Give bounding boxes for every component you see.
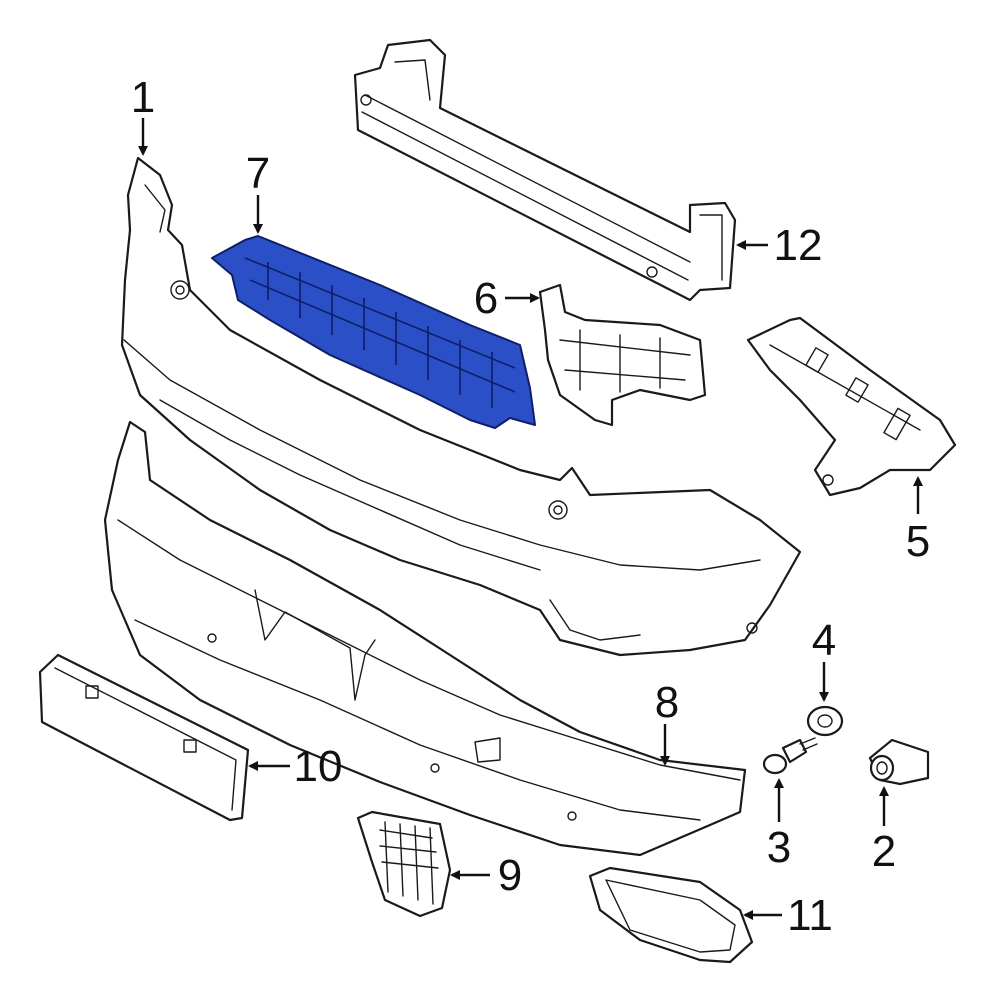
callout-4: 4 <box>812 616 836 665</box>
part-8-lower-valance[interactable] <box>103 420 747 857</box>
part-1-bumper-cover[interactable] <box>120 156 802 657</box>
part-10-license-bracket[interactable] <box>38 653 250 822</box>
callout-10: 10 <box>294 742 343 791</box>
part-3-screw[interactable] <box>762 737 818 775</box>
part-11-reflector[interactable] <box>588 866 754 964</box>
callout-9: 9 <box>498 851 522 900</box>
callout-6: 6 <box>474 274 498 323</box>
callout-11: 11 <box>787 891 833 940</box>
part-4-nut[interactable] <box>806 705 844 737</box>
callout-3: 3 <box>767 823 791 872</box>
callout-7: 7 <box>246 149 270 198</box>
callout-5: 5 <box>906 517 930 566</box>
callout-1: 1 <box>131 73 155 122</box>
callout-8: 8 <box>655 678 679 727</box>
part-12-reinforcement-beam[interactable] <box>353 38 737 302</box>
part-7-energy-absorber[interactable] <box>211 235 536 429</box>
part-9-tow-cover[interactable] <box>356 810 452 918</box>
part-2-sensor[interactable] <box>868 738 930 786</box>
callout-12: 12 <box>774 221 823 270</box>
part-5-side-bracket[interactable] <box>746 316 957 497</box>
callout-2: 2 <box>872 827 896 876</box>
part-6-bracket[interactable] <box>538 283 707 427</box>
